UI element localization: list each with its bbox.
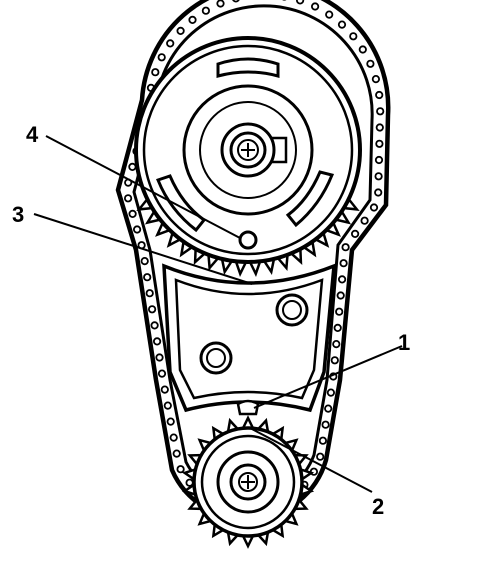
chain-link-pin xyxy=(350,229,360,238)
camshaft-sprocket xyxy=(134,36,362,278)
callout-2: 2 xyxy=(372,494,384,519)
chain-guide-inner xyxy=(174,278,324,400)
chain-link-pin xyxy=(166,39,175,48)
chain-link-pin xyxy=(336,291,345,300)
leader-lines xyxy=(33,135,403,493)
chain-link-pin xyxy=(188,15,197,24)
chain-link-pin xyxy=(140,256,149,266)
camshaft-slot-top xyxy=(216,57,280,78)
chain-link-pin xyxy=(375,139,384,148)
chain-link-pin xyxy=(371,75,380,84)
chain-link-pin xyxy=(316,452,325,461)
crankshaft-sprocket xyxy=(181,399,315,549)
chain-link-pin xyxy=(333,323,342,332)
chain-link-pin xyxy=(337,275,347,284)
chain-link-pin xyxy=(163,401,172,410)
chain-link-pin xyxy=(330,356,339,365)
chain-link-pin xyxy=(157,369,167,378)
chain-link-pin xyxy=(145,289,154,298)
chain-link-pin xyxy=(124,194,133,203)
chain-link-pin xyxy=(148,305,157,314)
chain-link-pin xyxy=(169,433,178,442)
chain-link-pin xyxy=(374,188,383,197)
crankshaft-bolt-cross xyxy=(241,475,255,489)
chain-link-pin xyxy=(216,0,225,8)
chain-link-pin xyxy=(349,32,358,41)
chain-link-pin xyxy=(337,20,347,29)
chain-link-pin xyxy=(232,0,240,3)
chain-link-pin xyxy=(172,449,181,458)
chain-link-pin xyxy=(151,68,160,77)
guide-hole-lower-inner xyxy=(206,348,226,368)
chain-link-pin xyxy=(150,321,159,330)
chain-link-pin xyxy=(155,353,164,362)
chain-link-pin xyxy=(128,209,137,218)
chain-link-pin xyxy=(341,243,350,252)
chain-link-pin xyxy=(157,53,166,62)
chain-link-pin xyxy=(332,339,341,349)
chain-link-pin xyxy=(375,123,384,132)
chain-link-pin xyxy=(326,388,335,397)
chain-link-pin xyxy=(176,465,185,474)
callout-4: 4 xyxy=(26,122,39,147)
chain-link-pin xyxy=(376,107,385,116)
chain-link-pin xyxy=(153,337,162,346)
chain-link-pin xyxy=(160,385,169,394)
chain-link-pin xyxy=(296,0,305,5)
camshaft-slot-left xyxy=(156,174,207,233)
chain-link-pin xyxy=(358,45,367,54)
chain-link-pin xyxy=(360,216,369,225)
chain-link-pin xyxy=(128,162,137,171)
guide-hole-upper-inner xyxy=(282,300,302,320)
chain-link-pin xyxy=(166,417,175,426)
chain-link-pin xyxy=(374,155,384,165)
camshaft-timing-mark xyxy=(238,230,258,250)
chain-link-pin xyxy=(176,26,185,35)
callout-1: 1 xyxy=(398,330,410,355)
chain-link-pin xyxy=(143,273,152,282)
leader-line-2 xyxy=(249,427,373,493)
camshaft-bolt-cross xyxy=(241,143,255,157)
crankshaft-timing-notch xyxy=(236,399,260,416)
chain-link-pin xyxy=(369,203,379,212)
chain-link-pin xyxy=(375,90,384,100)
camshaft-slot-right xyxy=(285,170,335,228)
chain-link-pin xyxy=(335,307,344,316)
leader-line-1 xyxy=(253,345,403,409)
chain-link-pin xyxy=(324,404,333,413)
chain-link-pin xyxy=(325,10,334,19)
leader-line-4 xyxy=(45,135,241,239)
callout-3: 3 xyxy=(12,202,24,227)
chain-link-pin xyxy=(339,259,348,268)
chain-guide xyxy=(162,263,337,413)
chain-link-pin xyxy=(133,225,142,234)
chain-link-pin xyxy=(201,6,210,15)
chain-link-pin xyxy=(366,59,375,68)
chain-link-pin xyxy=(374,172,383,181)
chain-link-pin xyxy=(318,436,327,445)
leader-line-3 xyxy=(33,213,253,285)
chain-link-pin xyxy=(310,2,320,11)
chain-link-pin xyxy=(321,420,330,429)
